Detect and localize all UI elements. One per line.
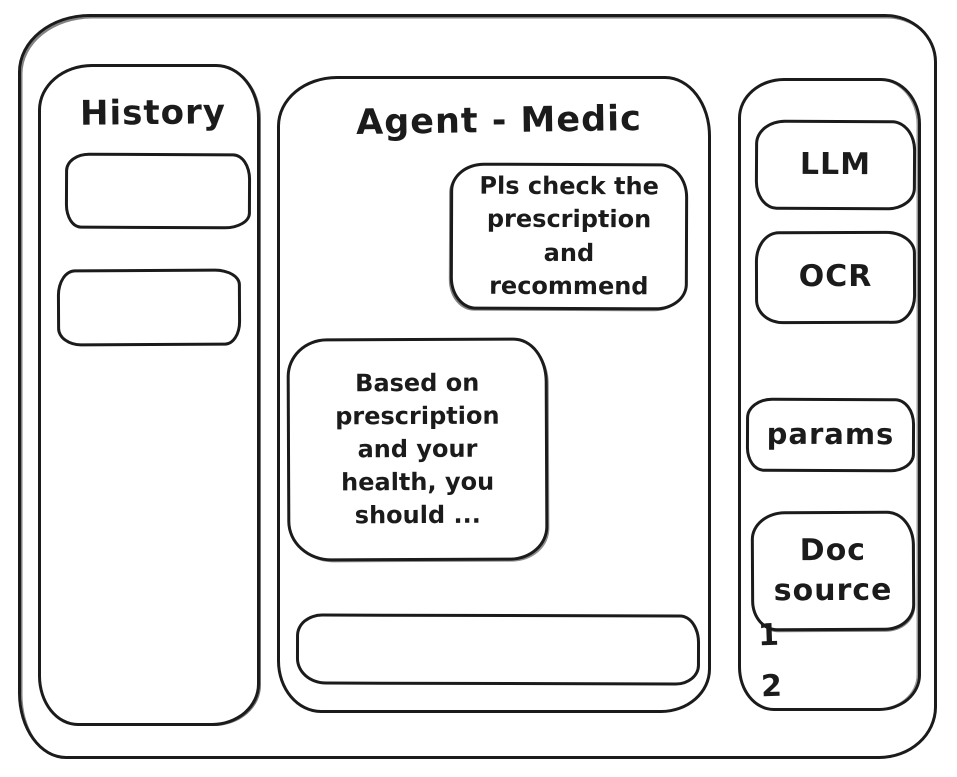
history-item[interactable] — [56, 268, 242, 347]
assistant-message-bubble: Based on prescription and your health, y… — [286, 337, 549, 562]
llm-tool-button[interactable]: LLM — [754, 119, 917, 211]
user-message-bubble: Pls check the prescription and recommend — [449, 162, 689, 311]
doc-source-button[interactable]: Doc source — [750, 510, 916, 632]
history-title: History — [79, 92, 227, 134]
doc-source-item-1[interactable]: 1 — [757, 617, 780, 654]
params-button[interactable]: params — [745, 397, 916, 473]
history-item[interactable] — [64, 152, 252, 230]
chat-panel-title: Agent - Medic — [355, 99, 643, 143]
chat-panel: Agent - Medic Pls check the prescription… — [277, 76, 711, 713]
doc-source-item-2[interactable]: 2 — [760, 668, 783, 705]
ocr-tool-button[interactable]: OCR — [754, 230, 917, 325]
tools-sidebar: LLM OCR params Doc source 1 2 — [738, 78, 921, 711]
history-sidebar: History — [38, 64, 260, 726]
message-input[interactable] — [295, 613, 701, 686]
